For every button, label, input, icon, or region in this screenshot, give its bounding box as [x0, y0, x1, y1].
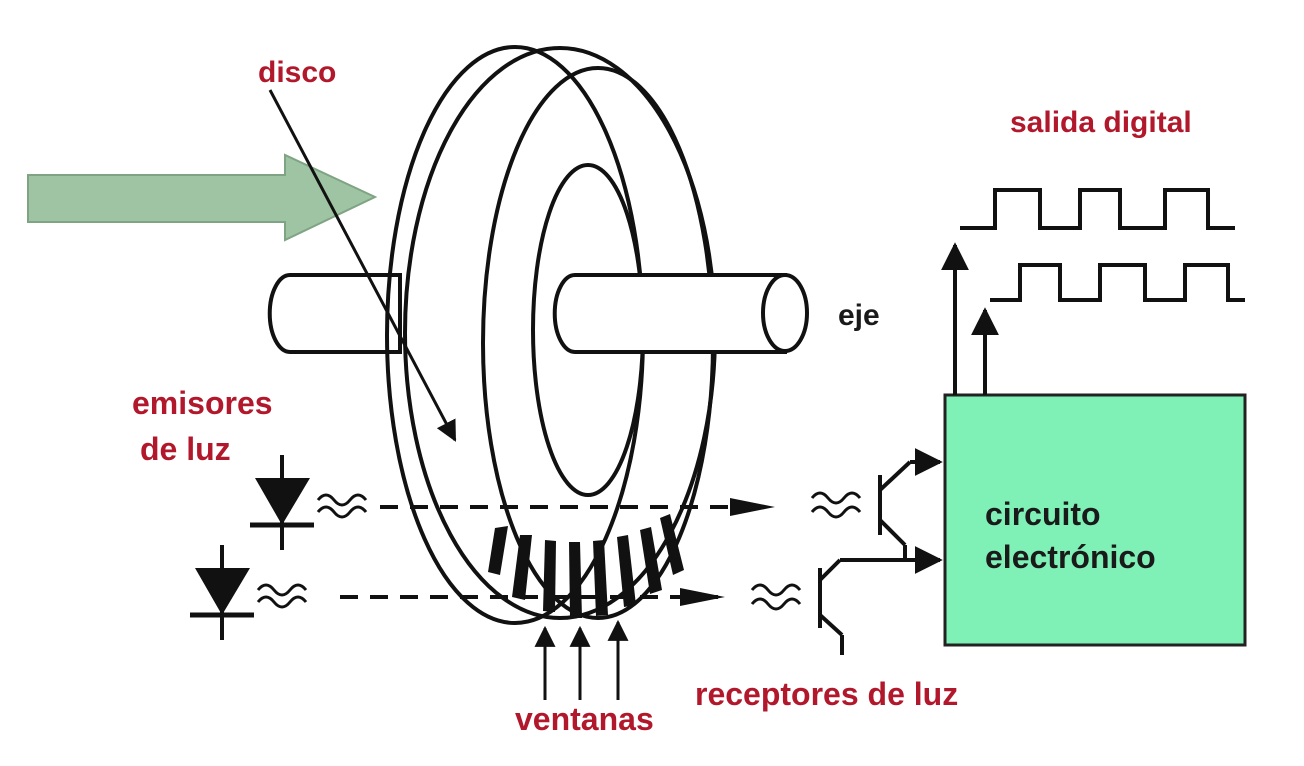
label-de-luz: de luz: [140, 431, 231, 467]
beam-arrowhead-bottom: [680, 588, 725, 606]
label-eje: eje: [838, 299, 880, 332]
disco-leader-line: [268, 89, 457, 442]
emitter-waves: [256, 493, 368, 609]
window-pointer-arrows: [534, 619, 629, 700]
input-rotation-arrow: [27, 153, 378, 242]
receiver-transistor-bottom: [818, 546, 943, 655]
shaft-front: [552, 273, 809, 354]
label-emisores: emisores: [132, 385, 273, 421]
output-arrows: [941, 242, 999, 395]
emitter-diode-top: [250, 455, 314, 550]
label-electronico: electrónico: [985, 539, 1156, 575]
waveform-b: [990, 263, 1245, 302]
light-beams: [340, 505, 770, 599]
receiver-waves: [750, 491, 862, 611]
emitter-diode-bottom: [190, 545, 254, 640]
shaft-left: [267, 273, 402, 354]
label-ventanas: ventanas: [515, 701, 654, 737]
circuit-box: [943, 393, 1247, 647]
disc-windows: [488, 514, 684, 618]
label-salida-digital: salida digital: [1010, 106, 1192, 139]
label-circuito: circuito: [985, 496, 1101, 532]
receiver-transistor-top: [878, 448, 943, 558]
label-receptores: receptores de luz: [695, 676, 958, 712]
beam-arrowhead-top: [730, 498, 775, 516]
waveform-a: [960, 188, 1235, 230]
label-disco: disco: [258, 56, 336, 89]
